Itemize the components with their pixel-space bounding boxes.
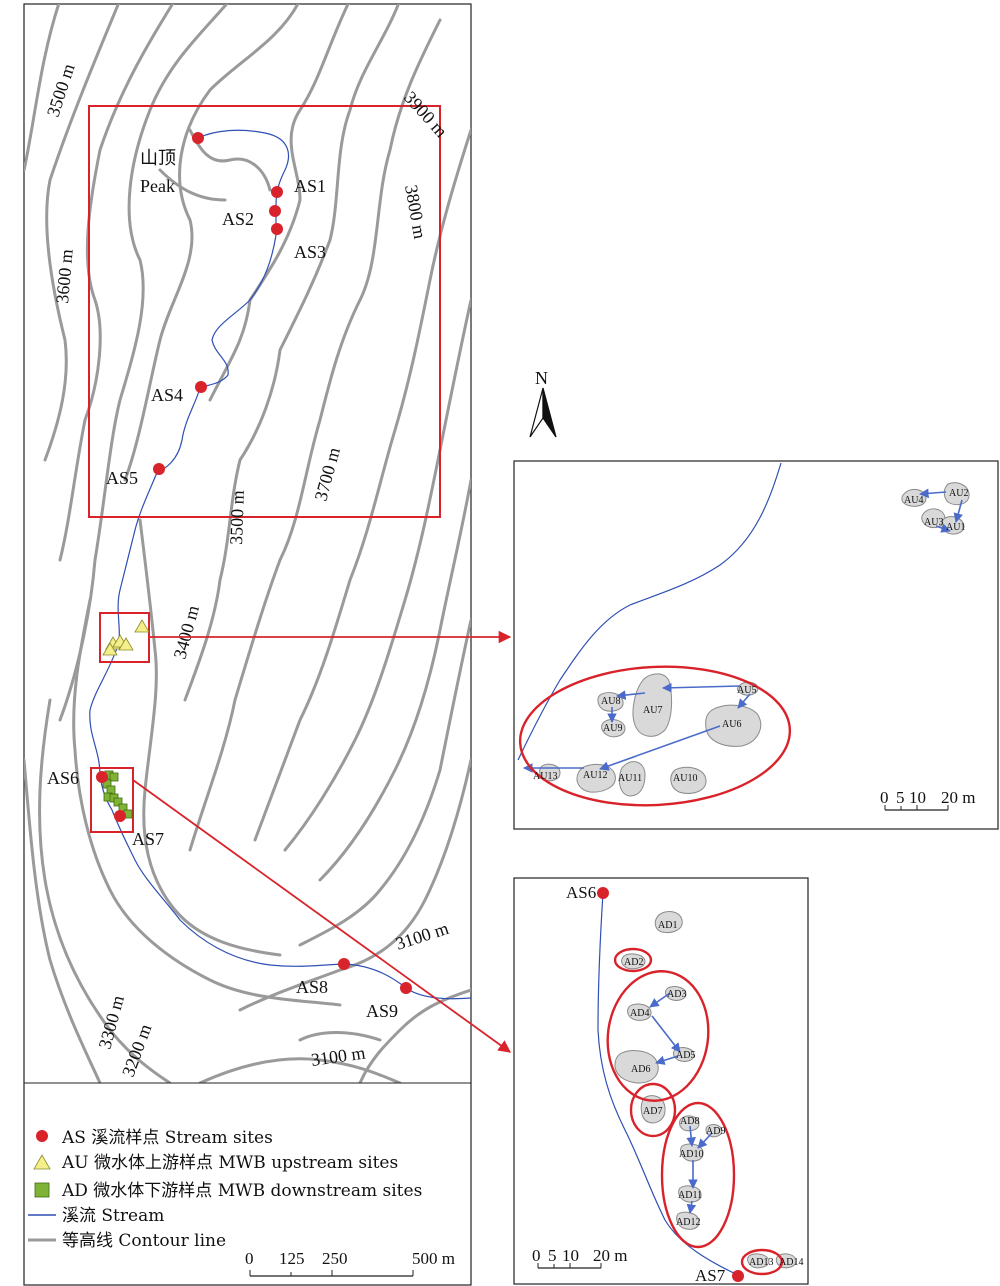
- peak-label-en: Peak: [140, 176, 175, 196]
- upstream-flow-arrows: [523, 488, 963, 773]
- legend-item-downstream-sites: AD 微水体下游样点 MWB downstream sites: [61, 1181, 422, 1201]
- main-scale-0: 0: [245, 1249, 254, 1268]
- upstream-scale-20: 20 m: [941, 788, 975, 807]
- contour-lines: [24, 4, 471, 1083]
- downstream-ponds: [614, 911, 797, 1269]
- contour-label-3500-mid: 3500 m: [226, 490, 248, 545]
- main-map: 山顶 Peak AS1 AS2 AS3 AS4 AS5 AS6 AS7 AS8 …: [23, 3, 472, 1286]
- au7-label: AU7: [643, 705, 662, 716]
- ad3-6-ellipse: [606, 970, 710, 1102]
- ad8-12-ellipse: [660, 1101, 736, 1249]
- au8-label: AU8: [601, 696, 620, 707]
- site-label-as8: AS8: [296, 977, 328, 997]
- au10-label: AU10: [673, 773, 697, 784]
- ad5-label: AD5: [676, 1050, 695, 1061]
- ad6-label: AD6: [631, 1064, 650, 1075]
- ad14-label: AD14: [779, 1257, 803, 1268]
- au1-label: AU1: [946, 522, 965, 533]
- inset-as7-marker: [732, 1270, 744, 1282]
- au-markers: [102, 619, 150, 656]
- legend-item-upstream-sites: AU 微水体上游样点 MWB upstream sites: [61, 1153, 398, 1173]
- downstream-scale-bar: 0 5 10 20 m: [532, 1246, 627, 1269]
- au11-label: AU11: [618, 773, 642, 784]
- au5-label: AU5: [737, 685, 756, 696]
- ad9-label: AD9: [706, 1126, 725, 1137]
- site-label-as9: AS9: [366, 1001, 398, 1021]
- site-label-as6: AS6: [47, 768, 79, 788]
- upstream-scale-bar: 0 5 10 20 m: [880, 788, 975, 811]
- peak-area-box: [88, 105, 441, 518]
- au12-label: AU12: [583, 770, 607, 781]
- ad3-label: AD3: [667, 989, 686, 1000]
- ad8-label: AD8: [680, 1116, 699, 1127]
- peak-label-cn: 山顶: [140, 148, 176, 169]
- ad7-ellipse: [629, 1082, 677, 1138]
- main-scale-125: 125: [279, 1249, 305, 1268]
- inset-as6-label: AS6: [566, 883, 596, 902]
- ad1-label: AD1: [658, 920, 677, 931]
- ad4-label: AD4: [630, 1008, 649, 1019]
- downstream-scale-10: 10: [562, 1246, 579, 1265]
- legend-item-contour: 等高线 Contour line: [62, 1231, 226, 1251]
- downstream-connector: [132, 779, 512, 1053]
- site-label-as5: AS5: [106, 468, 138, 488]
- site-label-as7: AS7: [132, 829, 164, 849]
- legend-site-symbol: [36, 1130, 48, 1142]
- downstream-inset: AD1 AD2 AD3 AD4 AD5 AD6 AD7 AD8 AD9 AD10…: [513, 877, 809, 1285]
- legend-item-stream-sites: AS 溪流样点 Stream sites: [61, 1128, 273, 1148]
- ad7-label: AD7: [643, 1106, 662, 1117]
- au9-label: AU9: [603, 723, 622, 734]
- downstream-scale-0: 0: [532, 1246, 541, 1265]
- north-arrow: N: [529, 368, 557, 438]
- inset-as6-marker: [597, 887, 609, 899]
- downstream-scale-20: 20 m: [593, 1246, 627, 1265]
- legend-item-stream: 溪流 Stream: [62, 1206, 164, 1226]
- main-scale-500: 500 m: [412, 1249, 455, 1268]
- legend: AS 溪流样点 Stream sites AU 微水体上游样点 MWB upst…: [28, 1128, 422, 1251]
- ad12-label: AD12: [676, 1217, 700, 1228]
- upstream-scale-0: 0: [880, 788, 889, 807]
- main-scale-250: 250: [322, 1249, 348, 1268]
- upstream-site-labels: AU1 AU2 AU3 AU4 AU5 AU6 AU7 AU8 AU9 AU10…: [533, 488, 968, 784]
- inset-as7-label: AS7: [695, 1266, 726, 1285]
- downstream-site-labels: AD1 AD2 AD3 AD4 AD5 AD6 AD7 AD8 AD9 AD10…: [624, 920, 803, 1268]
- au4-label: AU4: [904, 495, 923, 506]
- ad10-label: AD10: [679, 1149, 703, 1160]
- site-label-as3: AS3: [294, 242, 326, 262]
- upstream-inset: AU1 AU2 AU3 AU4 AU5 AU6 AU7 AU8 AU9 AU10…: [513, 460, 999, 830]
- ad-markers: [102, 770, 133, 819]
- downstream-scale-5: 5: [548, 1246, 557, 1265]
- site-label-as2: AS2: [222, 209, 254, 229]
- main-scale-bar: 0 125 250 500 m: [245, 1249, 455, 1277]
- upstream-group-ellipse: [518, 665, 792, 807]
- ad13-label: AD13: [749, 1257, 773, 1268]
- stream-site-markers: [96, 132, 412, 994]
- ad13-ellipse: [740, 1248, 784, 1276]
- ad2-label: AD2: [624, 957, 643, 968]
- au3-label: AU3: [924, 517, 943, 528]
- au13-label: AU13: [533, 771, 557, 782]
- ad2-ellipse: [613, 947, 653, 973]
- ad11-label: AD11: [678, 1190, 702, 1201]
- inset-stream-upstream: [517, 462, 782, 761]
- downstream-box: [90, 767, 134, 833]
- legend-ad-symbol: [34, 1182, 50, 1198]
- au6-label: AU6: [722, 719, 741, 730]
- au2-label: AU2: [949, 488, 968, 499]
- upstream-scale-5: 5: [896, 788, 905, 807]
- contour-label-3600: 3600 m: [52, 248, 77, 304]
- site-label-as4: AS4: [151, 385, 183, 405]
- downstream-flow-arrows: [649, 992, 713, 1214]
- north-label: N: [535, 368, 548, 388]
- site-label-as1: AS1: [294, 176, 326, 196]
- legend-au-symbol: [33, 1154, 51, 1170]
- upstream-scale-10: 10: [909, 788, 926, 807]
